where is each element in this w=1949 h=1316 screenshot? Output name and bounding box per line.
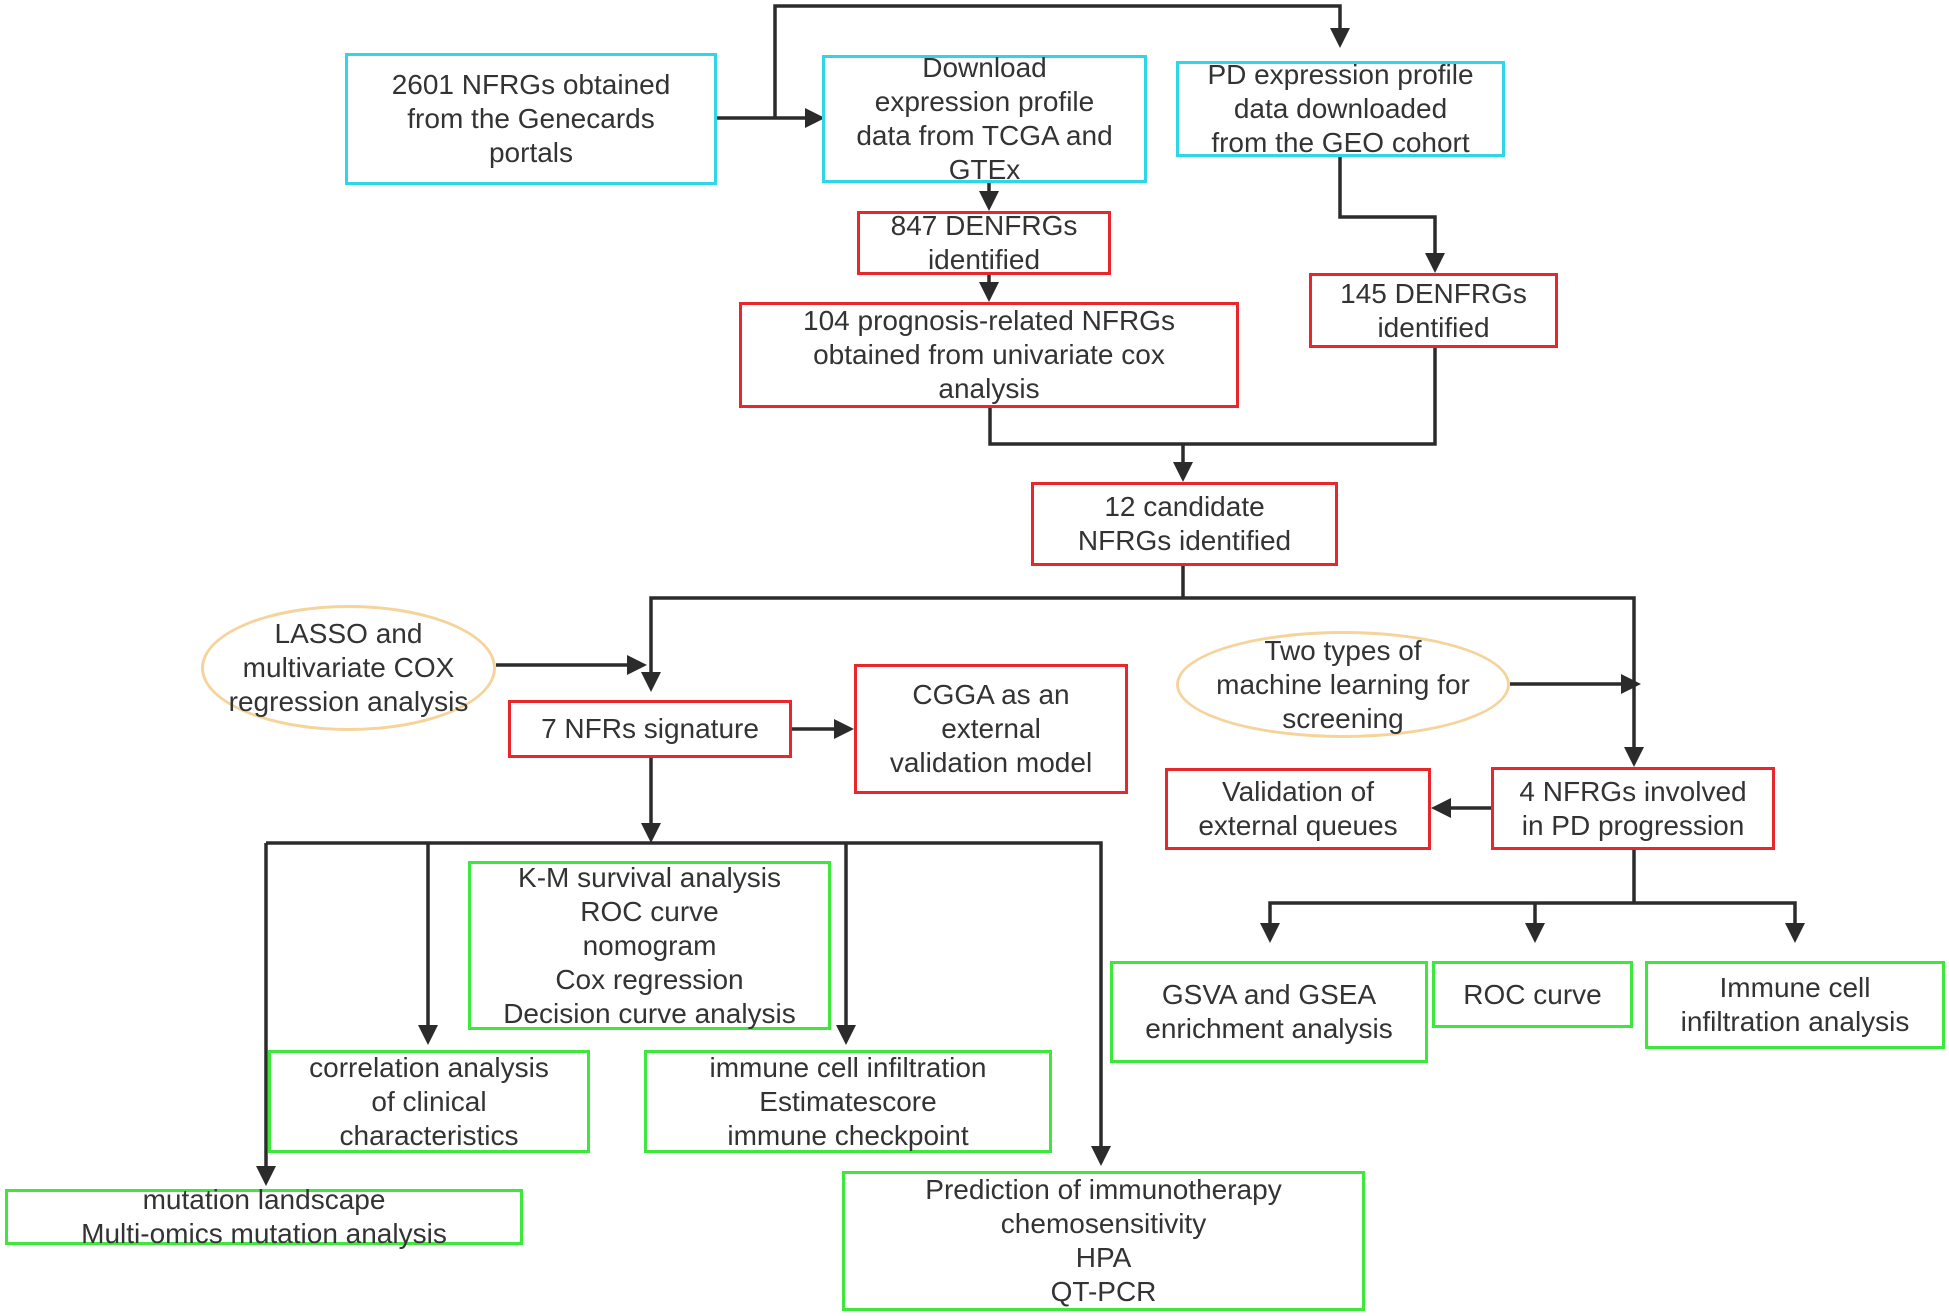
node-denfrgs-145: 145 DENFRGs identified <box>1309 273 1558 348</box>
node-validation-queues: Validation of external queues <box>1165 768 1431 850</box>
edge-arrowhead <box>1260 923 1280 943</box>
edge-arrowhead <box>1785 923 1805 943</box>
edge-arrowhead <box>979 191 999 211</box>
node-nfrs-signature-7: 7 NFRs signature <box>508 700 792 758</box>
node-mutation-landscape: mutation landscape Multi-omics mutation … <box>5 1184 523 1249</box>
edge-arrowhead <box>1525 923 1545 943</box>
edge-loop-to-geo <box>773 4 1342 118</box>
node-machine-learning: Two types of machine learning for screen… <box>1176 631 1510 738</box>
edge-arrowhead <box>836 1025 856 1045</box>
edge-4-bar <box>1268 901 1797 923</box>
node-immunotherapy-prediction: Prediction of immunotherapy chemosensiti… <box>842 1171 1365 1311</box>
node-denfrgs-847: 847 DENFRGs identified <box>857 210 1111 275</box>
node-nfrgs-genecards: 2601 NFRGs obtained from the Genecards p… <box>345 53 717 185</box>
node-immune-infiltration: immune cell infiltration Estimatescore i… <box>644 1050 1052 1153</box>
edge-arrowhead <box>1425 253 1445 273</box>
node-gsva-gsea: GSVA and GSEA enrichment analysis <box>1110 961 1428 1063</box>
edge-arrowhead <box>418 1025 438 1045</box>
edge-arrowhead <box>1621 674 1641 694</box>
node-roc-curve: ROC curve <box>1432 961 1633 1028</box>
node-lasso-cox: LASSO and multivariate COX regression an… <box>201 605 496 731</box>
edge-arrowhead <box>1624 747 1644 767</box>
edge-arrowhead <box>805 108 825 128</box>
edge-arrowhead <box>1330 28 1350 48</box>
edge-split-bar <box>649 596 1636 747</box>
node-correlation-clinical: correlation analysis of clinical charact… <box>268 1050 590 1153</box>
edge-104-merge <box>988 348 1437 446</box>
edge-arrowhead <box>256 1166 276 1186</box>
edge-arrowhead <box>979 282 999 302</box>
edge-arrowhead <box>641 823 661 843</box>
node-candidate-12: 12 candidate NFRGs identified <box>1031 482 1338 566</box>
node-download-tcga: Download expression profile data from TC… <box>822 52 1147 185</box>
edge-arrowhead <box>627 655 647 675</box>
edge-geo-145 <box>1338 157 1437 253</box>
edge-arrowhead <box>1173 462 1193 482</box>
node-km-survival: K-M survival analysis ROC curve nomogram… <box>468 861 831 1030</box>
node-nfrgs-pd-4: 4 NFRGs involved in PD progression <box>1491 767 1775 850</box>
node-pd-geo: PD expression profile data downloaded fr… <box>1176 59 1505 158</box>
edge-arrowhead <box>641 672 661 692</box>
edge-dist-bar <box>266 841 1103 1146</box>
edge-arrowhead <box>1091 1146 1111 1166</box>
node-prognosis-104: 104 prognosis-related NFRGs obtained fro… <box>739 302 1239 408</box>
node-cgga-validation: CGGA as an external validation model <box>854 664 1128 794</box>
edge-arrowhead <box>834 719 854 739</box>
node-immune-cell-analysis: Immune cell infiltration analysis <box>1645 961 1945 1049</box>
edge-arrowhead <box>1431 798 1451 818</box>
